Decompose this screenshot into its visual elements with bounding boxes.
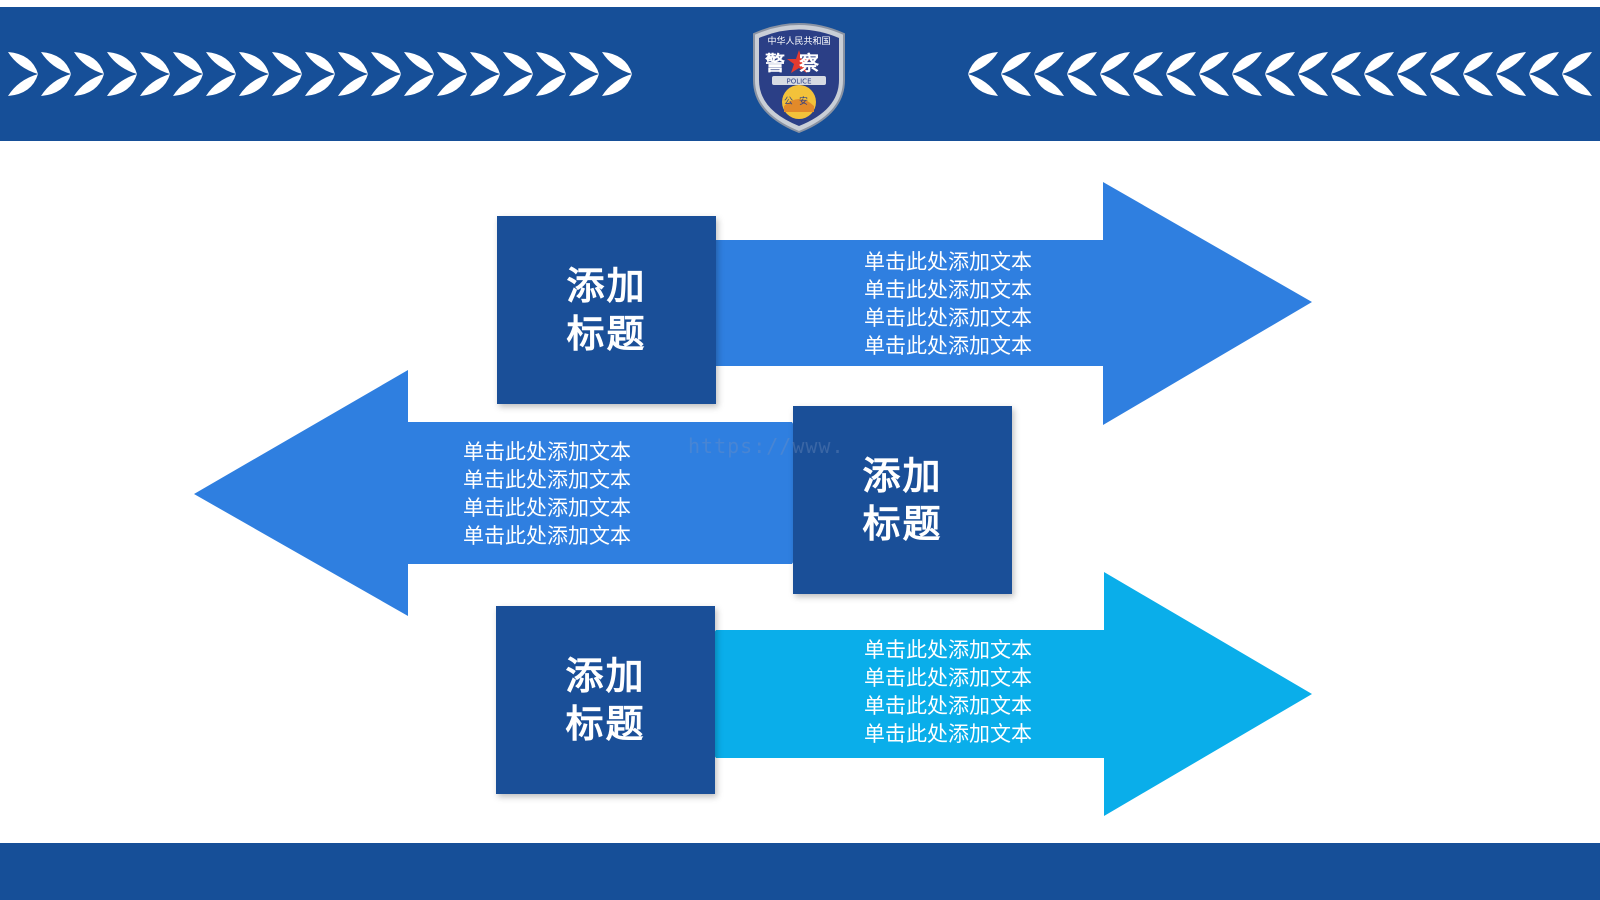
laurel-leaf-icon	[107, 52, 137, 96]
laurel-right-decoration	[968, 52, 1592, 96]
title-line-1: 添加	[565, 654, 646, 698]
laurel-leaf-icon	[239, 52, 269, 96]
laurel-leaf-icon	[1364, 52, 1394, 96]
laurel-leaf-icon	[1265, 52, 1295, 96]
laurel-leaf-icon	[1232, 52, 1262, 96]
laurel-leaf-icon	[1100, 52, 1130, 96]
laurel-leaf-icon	[1001, 52, 1031, 96]
text-block-3[interactable]: 单击此处添加文本 单击此处添加文本 单击此处添加文本 单击此处添加文本	[864, 636, 1032, 748]
laurel-leaf-icon	[404, 52, 434, 96]
laurel-leaf-icon	[1298, 52, 1328, 96]
text-line: 单击此处添加文本	[463, 524, 631, 548]
arrow-left-2	[194, 370, 836, 616]
badge-bottom-text: 公安	[784, 95, 814, 107]
laurel-leaf-icon	[1397, 52, 1427, 96]
text-block-1[interactable]: 单击此处添加文本 单击此处添加文本 单击此处添加文本 单击此处添加文本	[864, 248, 1032, 360]
laurel-leaf-icon	[437, 52, 467, 96]
laurel-leaf-icon	[371, 52, 401, 96]
laurel-leaf-icon	[1199, 52, 1229, 96]
text-line: 单击此处添加文本	[864, 334, 1032, 358]
text-line: 单击此处添加文本	[864, 638, 1032, 662]
text-line: 单击此处添加文本	[864, 694, 1032, 718]
laurel-leaf-icon	[1067, 52, 1097, 96]
laurel-leaf-icon	[173, 52, 203, 96]
laurel-leaf-icon	[140, 52, 170, 96]
laurel-leaf-icon	[1496, 52, 1526, 96]
badge-top-text: 中华人民共和国	[767, 35, 830, 47]
title-line-2: 标题	[862, 502, 943, 546]
title-line-1: 添加	[862, 454, 943, 498]
text-block-2[interactable]: 单击此处添加文本 单击此处添加文本 单击此处添加文本 单击此处添加文本	[463, 438, 631, 550]
text-line: 单击此处添加文本	[864, 278, 1032, 302]
laurel-leaf-icon	[1133, 52, 1163, 96]
title-box-2[interactable]: 添加 标题	[793, 406, 1012, 594]
text-line: 单击此处添加文本	[864, 250, 1032, 274]
laurel-leaf-icon	[536, 52, 566, 96]
text-line: 单击此处添加文本	[463, 468, 631, 492]
text-line: 单击此处添加文本	[864, 722, 1032, 746]
title-box-3[interactable]: 添加 标题	[496, 606, 715, 794]
badge-main-text: 警察	[765, 51, 833, 75]
laurel-left-decoration	[8, 52, 632, 96]
laurel-leaf-icon	[1562, 52, 1592, 96]
text-line: 单击此处添加文本	[463, 440, 631, 464]
laurel-leaf-icon	[1331, 52, 1361, 96]
laurel-leaf-icon	[569, 52, 599, 96]
title-line-2: 标题	[566, 312, 647, 356]
laurel-leaf-icon	[74, 52, 104, 96]
text-line: 单击此处添加文本	[864, 666, 1032, 690]
laurel-leaf-icon	[1034, 52, 1064, 96]
laurel-leaf-icon	[1166, 52, 1196, 96]
text-line: 单击此处添加文本	[864, 306, 1032, 330]
arrow-right-3	[670, 572, 1312, 816]
laurel-leaf-icon	[1430, 52, 1460, 96]
badge-ribbon-text: POLICE	[786, 78, 811, 86]
police-badge-emblem: 中华人民共和国 警察 POLICE 公安	[753, 23, 845, 134]
laurel-leaf-icon	[338, 52, 368, 96]
title-line-2: 标题	[565, 702, 646, 746]
laurel-leaf-icon	[272, 52, 302, 96]
arrow-right-1	[660, 182, 1312, 425]
laurel-leaf-icon	[41, 52, 71, 96]
title-box-1[interactable]: 添加 标题	[497, 216, 716, 404]
laurel-leaf-icon	[602, 52, 632, 96]
laurel-leaf-icon	[503, 52, 533, 96]
laurel-leaf-icon	[206, 52, 236, 96]
laurel-leaf-icon	[8, 52, 38, 96]
watermark-text: https://www.	[688, 434, 845, 458]
text-line: 单击此处添加文本	[463, 496, 631, 520]
footer-band	[0, 843, 1600, 900]
laurel-leaf-icon	[1529, 52, 1559, 96]
title-line-1: 添加	[566, 264, 647, 308]
laurel-leaf-icon	[968, 52, 998, 96]
laurel-leaf-icon	[305, 52, 335, 96]
laurel-leaf-icon	[1463, 52, 1493, 96]
laurel-leaf-icon	[470, 52, 500, 96]
